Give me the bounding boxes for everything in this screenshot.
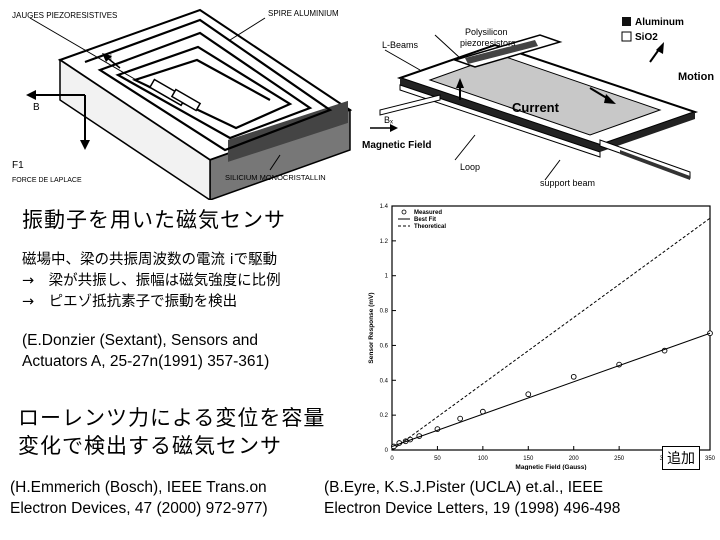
label-silicium: SILICIUM MONOCRISTALLIN [225, 173, 326, 182]
legend-label: Theoretical [414, 224, 446, 230]
y-tick-label: 0.2 [380, 413, 389, 419]
sensor-response-chart: 05010015020025030035000.20.40.60.811.21.… [368, 204, 716, 470]
x-tick-label: 350 [705, 456, 716, 462]
theoretical-line [391, 217, 711, 451]
label-bx: Bₓ [384, 115, 393, 125]
legend-sio2: SiO2 [635, 32, 658, 43]
section2-title-line: ローレンツ力による変位を容量 [18, 406, 326, 430]
label-current-i: i [110, 53, 112, 62]
label-polysilicon: Polysilicon [465, 27, 508, 37]
reference-line: Electron Devices, 47 (2000) 972-977) [10, 500, 268, 517]
section1-body: 磁場中、梁の共振周波数の電流 iで駆動 → 梁が共振し、振幅は磁気強度に比例 →… [22, 250, 362, 313]
x-tick-label: 200 [569, 456, 580, 462]
legend-aluminum: Aluminum [635, 17, 684, 28]
y-tick-label: 1.2 [380, 239, 389, 245]
label-gauges: JAUGES PIEZORESISTIVES [12, 11, 117, 20]
section1-line: 磁場中、梁の共振周波数の電流 iで駆動 [22, 252, 278, 268]
y-tick-label: 0 [385, 448, 389, 454]
reference-line: (H.Emmerich (Bosch), IEEE Trans.on [10, 479, 267, 496]
piezo-sensor-diagram: JAUGES PIEZORESISTIVES SPIRE ALUMINIUM i… [12, 8, 353, 200]
lorentz-beam-diagram: Aluminum SiO2 Current Motion Polysilicon… [362, 17, 714, 188]
label-motion: Motion [678, 71, 714, 83]
label-spire: SPIRE ALUMINIUM [268, 9, 339, 18]
label-force: FORCE DE LAPLACE [12, 177, 82, 184]
label-current: Current [512, 100, 560, 115]
section2-title: ローレンツ力による変位を容量 変化で検出する磁気センサ [18, 404, 325, 460]
chart-marks [390, 217, 713, 451]
y-tick-label: 0.8 [380, 309, 389, 315]
chart-axes: 05010015020025030035000.20.40.60.811.21.… [368, 204, 716, 470]
section1-title: 振動子を用いた磁気センサ [22, 208, 286, 232]
y-tick-label: 1 [385, 274, 389, 280]
y-tick-label: 1.4 [380, 204, 389, 210]
legend-sio2-swatch [621, 31, 632, 42]
measured-point [525, 391, 532, 398]
label-support-beam: support beam [540, 178, 595, 188]
section1-line: → 梁が共振し、振幅は磁気強度に比例 [22, 273, 281, 289]
label-lbeams: L-Beams [382, 40, 419, 50]
legend-aluminum-swatch [622, 17, 631, 26]
legend-marker [401, 209, 407, 215]
reference-line: Electron Device Letters, 19 (1998) 496-4… [324, 500, 621, 517]
label-loop: Loop [460, 162, 480, 172]
legend-label: Best Fit [414, 217, 436, 223]
x-tick-label: 250 [614, 456, 625, 462]
legend-label: Measured [414, 210, 442, 216]
bottom-reference-left: (H.Emmerich (Bosch), IEEE Trans.on Elect… [10, 477, 268, 519]
bottom-reference-right: (B.Eyre, K.S.J.Pister (UCLA) et.al., IEE… [324, 477, 620, 519]
added-badge: 追加 [662, 446, 700, 470]
label-piezoresistors: piezoresistors [460, 38, 516, 48]
reference-line: (B.Eyre, K.S.J.Pister (UCLA) et.al., IEE… [324, 479, 604, 496]
label-b: B [33, 102, 40, 113]
measured-point [570, 373, 577, 380]
label-magnetic-field: Magnetic Field [362, 140, 431, 151]
x-tick-label: 100 [478, 456, 489, 462]
y-tick-label: 0.6 [380, 343, 389, 349]
best-fit-line [391, 332, 711, 447]
reference-line: (E.Donzier (Sextant), Sensors and [22, 332, 259, 349]
y-axis-label: Sensor Response (mV) [368, 292, 375, 363]
section1-line: → ピエゾ抵抗素子で振動を検出 [22, 294, 238, 310]
measured-point [457, 415, 463, 422]
label-f1: F1 [12, 160, 24, 171]
x-tick-label: 150 [523, 456, 534, 462]
y-tick-label: 0.4 [380, 378, 389, 384]
x-tick-label: 50 [434, 456, 441, 462]
reference-line: Actuators A, 25-27n(1991) 357-361) [22, 353, 270, 370]
section2-title-line: 変化で検出する磁気センサ [18, 434, 282, 458]
plot-frame [391, 205, 711, 451]
section1-reference: (E.Donzier (Sextant), Sensors and Actuat… [22, 330, 269, 372]
x-tick-label: 0 [390, 456, 394, 462]
x-axis-label: Magnetic Field (Gauss) [515, 464, 586, 470]
